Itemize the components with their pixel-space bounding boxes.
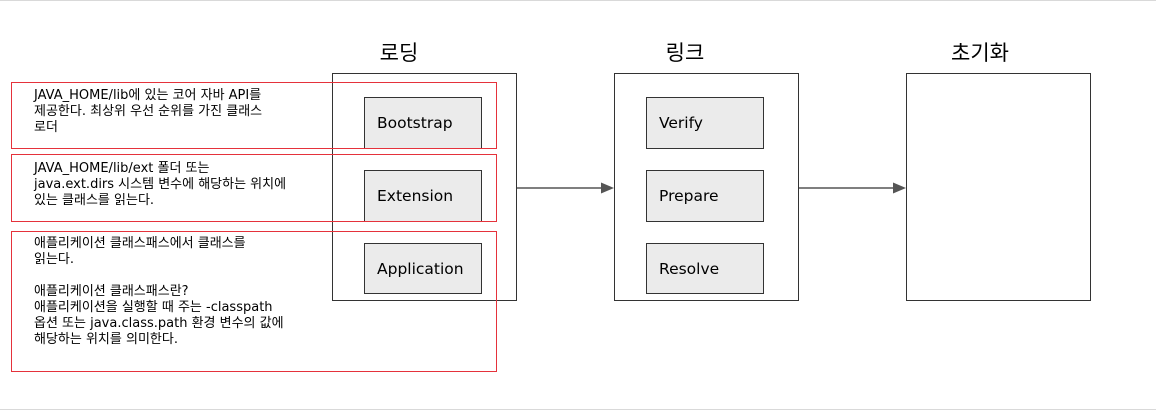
extension-note-text: JAVA_HOME/lib/ext 폴더 또는 java.ext.dirs 시스… bbox=[34, 161, 287, 208]
extension-note-box bbox=[11, 154, 497, 222]
bootstrap-classloader-box: Bootstrap bbox=[364, 97, 482, 149]
top-divider bbox=[0, 0, 1156, 1]
initialization-stage-box bbox=[906, 73, 1091, 301]
bootstrap-note-text: JAVA_HOME/lib에 있는 코어 자바 API를 제공한다. 최상위 우… bbox=[34, 88, 263, 135]
linking-to-init-arrow-head bbox=[893, 182, 906, 194]
verify-step-box: Verify bbox=[646, 97, 764, 149]
extension-classloader-box: Extension bbox=[364, 170, 482, 222]
application-note-text: 애플리케이션 클래스패스에서 클래스를 읽는다. 애플리케이션 클래스패스란? … bbox=[34, 236, 284, 347]
linking-stage-title: 링크 bbox=[665, 41, 705, 65]
initialization-stage-title: 초기화 bbox=[951, 41, 1009, 65]
bootstrap-note-box bbox=[11, 82, 497, 149]
loading-stage-title: 로딩 bbox=[379, 41, 419, 65]
resolve-step-box: Resolve bbox=[646, 243, 764, 294]
application-note-box bbox=[11, 231, 497, 372]
application-classloader-box: Application bbox=[364, 243, 482, 294]
loading-to-linking-arrow-head bbox=[601, 182, 614, 194]
prepare-step-box: Prepare bbox=[646, 170, 764, 222]
